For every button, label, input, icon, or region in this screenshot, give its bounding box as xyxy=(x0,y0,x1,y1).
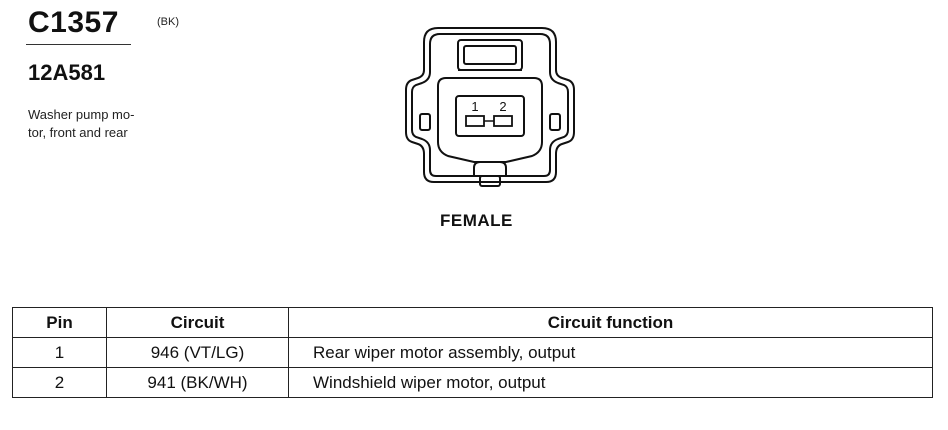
connector-outer-shell xyxy=(405,27,575,183)
pin-cavity-1 xyxy=(465,115,485,127)
connector-face-diagram: 1 2 xyxy=(405,27,575,187)
description-line-1: Washer pump mo- xyxy=(28,107,135,122)
circuit-function-cell: Rear wiper motor assembly, output xyxy=(288,337,933,368)
pin-table: Pin Circuit Circuit function 1 946 (VT/L… xyxy=(12,307,933,398)
connector-id: C1357 xyxy=(28,6,119,39)
circuit-cell: 941 (BK/WH) xyxy=(106,367,289,398)
latch-outer xyxy=(457,39,523,71)
pin-cell: 2 xyxy=(12,367,107,398)
left-key-tab xyxy=(419,113,431,131)
header-circuit: Circuit xyxy=(106,307,289,338)
pin-label-2: 2 xyxy=(499,99,506,114)
circuit-function-cell: Windshield wiper motor, output xyxy=(288,367,933,398)
connector-description: Washer pump mo- tor, front and rear xyxy=(28,106,188,142)
pin-cell: 1 xyxy=(12,337,107,368)
latch-inner xyxy=(463,45,517,65)
connector-gender-label: FEMALE xyxy=(440,211,513,230)
connector-color-code: (BK) xyxy=(157,16,179,28)
cavity-body xyxy=(437,77,543,163)
circuit-cell: 946 (VT/LG) xyxy=(106,337,289,368)
pin-cavity-2 xyxy=(493,115,513,127)
connector-shell-inner-outline xyxy=(411,33,569,177)
description-line-2: tor, front and rear xyxy=(28,125,128,140)
title-divider xyxy=(26,44,131,45)
pin-table-header-row: Pin Circuit Circuit function xyxy=(12,307,933,338)
right-key-tab xyxy=(549,113,561,131)
header-pin: Pin xyxy=(12,307,107,338)
pin-label-1: 1 xyxy=(471,99,478,114)
terminal-block xyxy=(455,95,525,137)
bottom-lock-notch xyxy=(473,161,507,176)
part-number: 12A581 xyxy=(28,60,106,85)
header-circuit-function: Circuit function xyxy=(288,307,933,338)
table-row: 2 941 (BK/WH) Windshield wiper motor, ou… xyxy=(12,367,933,398)
table-row: 1 946 (VT/LG) Rear wiper motor assembly,… xyxy=(12,337,933,368)
